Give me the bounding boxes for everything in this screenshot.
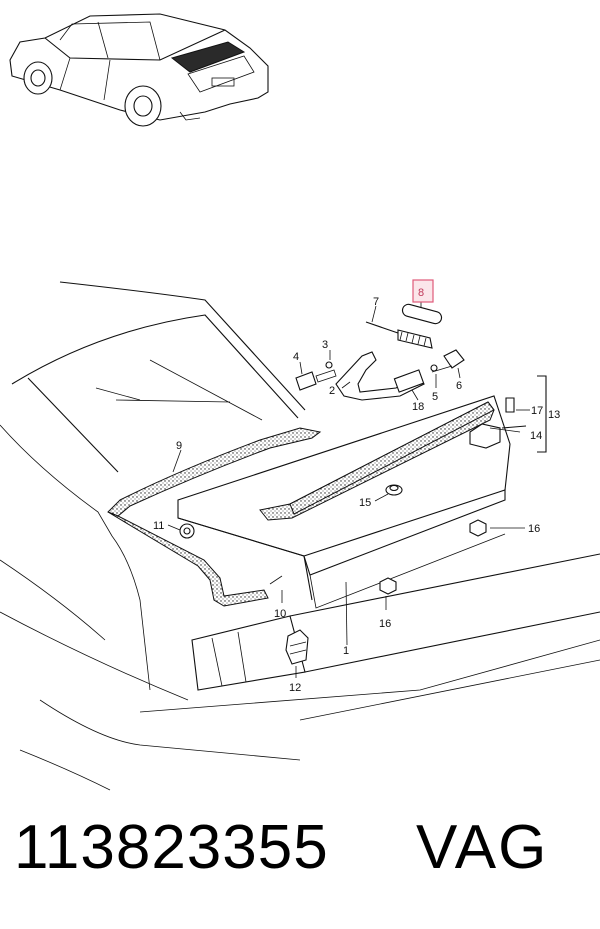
callout-17: 17 [531, 405, 543, 417]
callout-15: 15 [359, 497, 371, 509]
callout-6: 6 [456, 380, 462, 392]
brand-name: VAG [416, 813, 549, 882]
callout-13: 13 [548, 409, 560, 421]
callout-14: 14 [530, 430, 542, 442]
callout-7: 7 [373, 296, 379, 308]
callout-5: 5 [432, 391, 438, 403]
callout-18: 18 [412, 401, 424, 413]
highlight-box-8 [412, 279, 434, 303]
callout-9: 9 [176, 440, 182, 452]
car-thumbnail-icon [9, 13, 269, 127]
callout-10: 10 [274, 608, 286, 620]
callout-16b: 16 [379, 618, 391, 630]
callout-11: 11 [153, 520, 164, 532]
exploded-parts-diagram: 1 2 3 4 5 6 7 8 9 10 11 12 13 14 15 16 1… [0, 13, 600, 791]
callout-12: 12 [289, 682, 301, 694]
callout-3: 3 [322, 339, 328, 351]
callout-2: 2 [329, 385, 335, 397]
callout-4: 4 [293, 351, 299, 363]
footer: 113823355 VAG [14, 812, 594, 892]
part-number: 113823355 [14, 813, 329, 882]
callout-1: 1 [343, 645, 349, 657]
callout-8: 8 [418, 287, 424, 299]
trunk-lid-assembly-diagram [0, 281, 600, 791]
callout-16a: 16 [528, 523, 540, 535]
